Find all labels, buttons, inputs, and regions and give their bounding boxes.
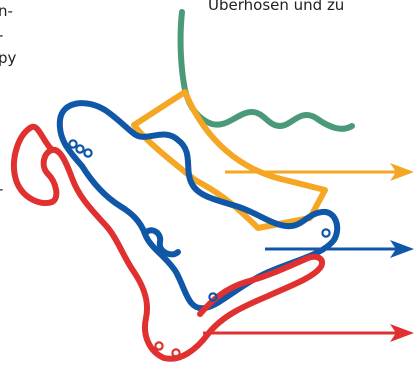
red-outline-top bbox=[27, 123, 55, 153]
blue-dot bbox=[75, 144, 85, 154]
blue-wavy-edge bbox=[142, 227, 181, 258]
orange-arrowhead bbox=[390, 163, 414, 181]
blue-dot bbox=[321, 228, 331, 238]
cropped-caption-text: Überhosen und zu bbox=[208, 0, 345, 14]
cropped-text-fragment: py bbox=[0, 49, 17, 67]
green-outline bbox=[177, 9, 355, 132]
blue-dot bbox=[68, 139, 78, 149]
red-dot bbox=[154, 341, 164, 351]
cropped-text-fragment: - bbox=[0, 26, 3, 44]
orange-outline bbox=[131, 89, 328, 231]
red-arrowhead bbox=[390, 324, 414, 342]
cropped-text-fragment: - bbox=[0, 180, 3, 198]
red-dot bbox=[171, 348, 181, 358]
blue-dot bbox=[83, 148, 93, 158]
blue-dot bbox=[208, 292, 218, 302]
red-outline bbox=[10, 125, 326, 362]
cropped-text-fragment: n- bbox=[0, 2, 13, 20]
blue-arrowhead bbox=[390, 240, 414, 258]
blue-outline bbox=[56, 100, 341, 312]
